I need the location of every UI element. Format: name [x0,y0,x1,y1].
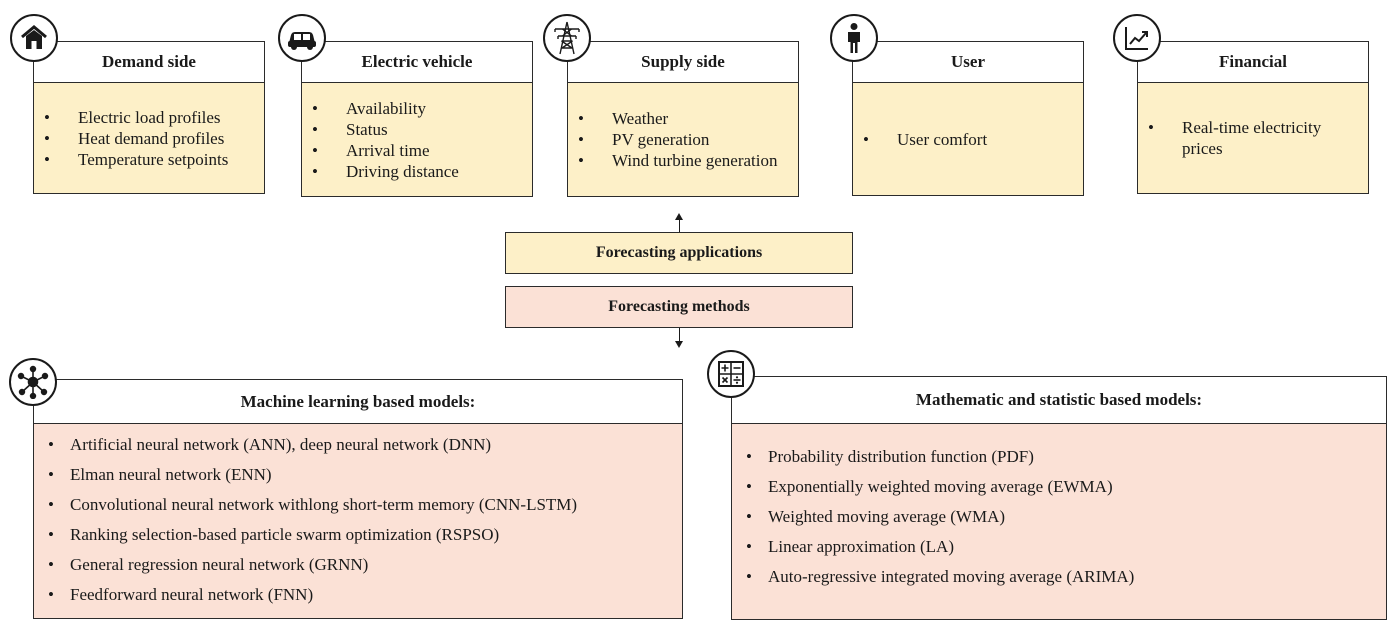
card-title: Supply side [567,41,799,83]
supply-side-card: Supply side Weather PV generation Wind t… [567,41,799,197]
arrow-line [679,219,680,232]
forecasting-applications-label: Forecasting applications [595,244,763,261]
car-icon [278,14,326,62]
card-body: Probability distribution function (PDF) … [731,423,1387,620]
list-item: User comfort [863,129,1075,150]
card-title: Electric vehicle [301,41,533,83]
power-pylon-icon [543,14,591,62]
list-item: Ranking selection-based particle swarm o… [48,520,674,550]
list-item: Weighted moving average (WMA) [746,502,1378,532]
card-body: Weather PV generation Wind turbine gener… [567,82,799,197]
card-body: Real-time electricity prices [1137,82,1369,194]
list-item: Probability distribution function (PDF) [746,442,1378,472]
list-item: Electric load profiles [44,107,256,128]
list-item: General regression neural network (GRNN) [48,550,674,580]
card-body: Electric load profiles Heat demand profi… [33,82,265,194]
card-body: Artificial neural network (ANN), deep ne… [33,423,683,619]
arrow-down [675,341,683,348]
card-title: Financial [1137,41,1369,83]
list-item: Feedforward neural network (FNN) [48,580,674,610]
list-item: Driving distance [312,161,524,182]
list-item: Elman neural network (ENN) [48,460,674,490]
financial-card: Financial Real-time electricity prices [1137,41,1369,194]
card-body: Availability Status Arrival time Driving… [301,82,533,197]
list-item: Arrival time [312,140,524,161]
card-title: Mathematic and statistic based models: [731,376,1387,424]
trend-chart-icon [1113,14,1161,62]
card-title: Machine learning based models: [33,379,683,424]
list-item: Weather [578,108,790,129]
forecasting-applications-box: Forecasting applications [505,232,853,274]
arrow-line [679,328,680,341]
mathematic-statistic-card: Mathematic and statistic based models: P… [731,376,1387,620]
card-body: User comfort [852,82,1084,196]
list-item: Wind turbine generation [578,150,790,171]
card-title: User [852,41,1084,83]
arrow-up [675,213,683,220]
list-item: Status [312,119,524,140]
list-item: Availability [312,98,524,119]
list-item: Auto-regressive integrated moving averag… [746,562,1378,592]
forecasting-methods-label: Forecasting methods [608,298,750,315]
list-item: Convolutional neural network withlong sh… [48,490,674,520]
list-item: Real-time electricity prices [1148,117,1340,159]
electric-vehicle-card: Electric vehicle Availability Status Arr… [301,41,533,197]
forecasting-methods-box: Forecasting methods [505,286,853,328]
list-item: Linear approximation (LA) [746,532,1378,562]
person-icon [830,14,878,62]
network-hub-icon [9,358,57,406]
house-icon [10,14,58,62]
machine-learning-card: Machine learning based models: Artificia… [33,379,683,619]
list-item: Artificial neural network (ANN), deep ne… [48,430,674,460]
calculator-icon [707,350,755,398]
demand-side-card: Demand side Electric load profiles Heat … [33,41,265,194]
list-item: Heat demand profiles [44,128,256,149]
card-title: Demand side [33,41,265,83]
list-item: PV generation [578,129,790,150]
user-card: User User comfort [852,41,1084,196]
list-item: Exponentially weighted moving average (E… [746,472,1378,502]
list-item: Temperature setpoints [44,149,256,170]
